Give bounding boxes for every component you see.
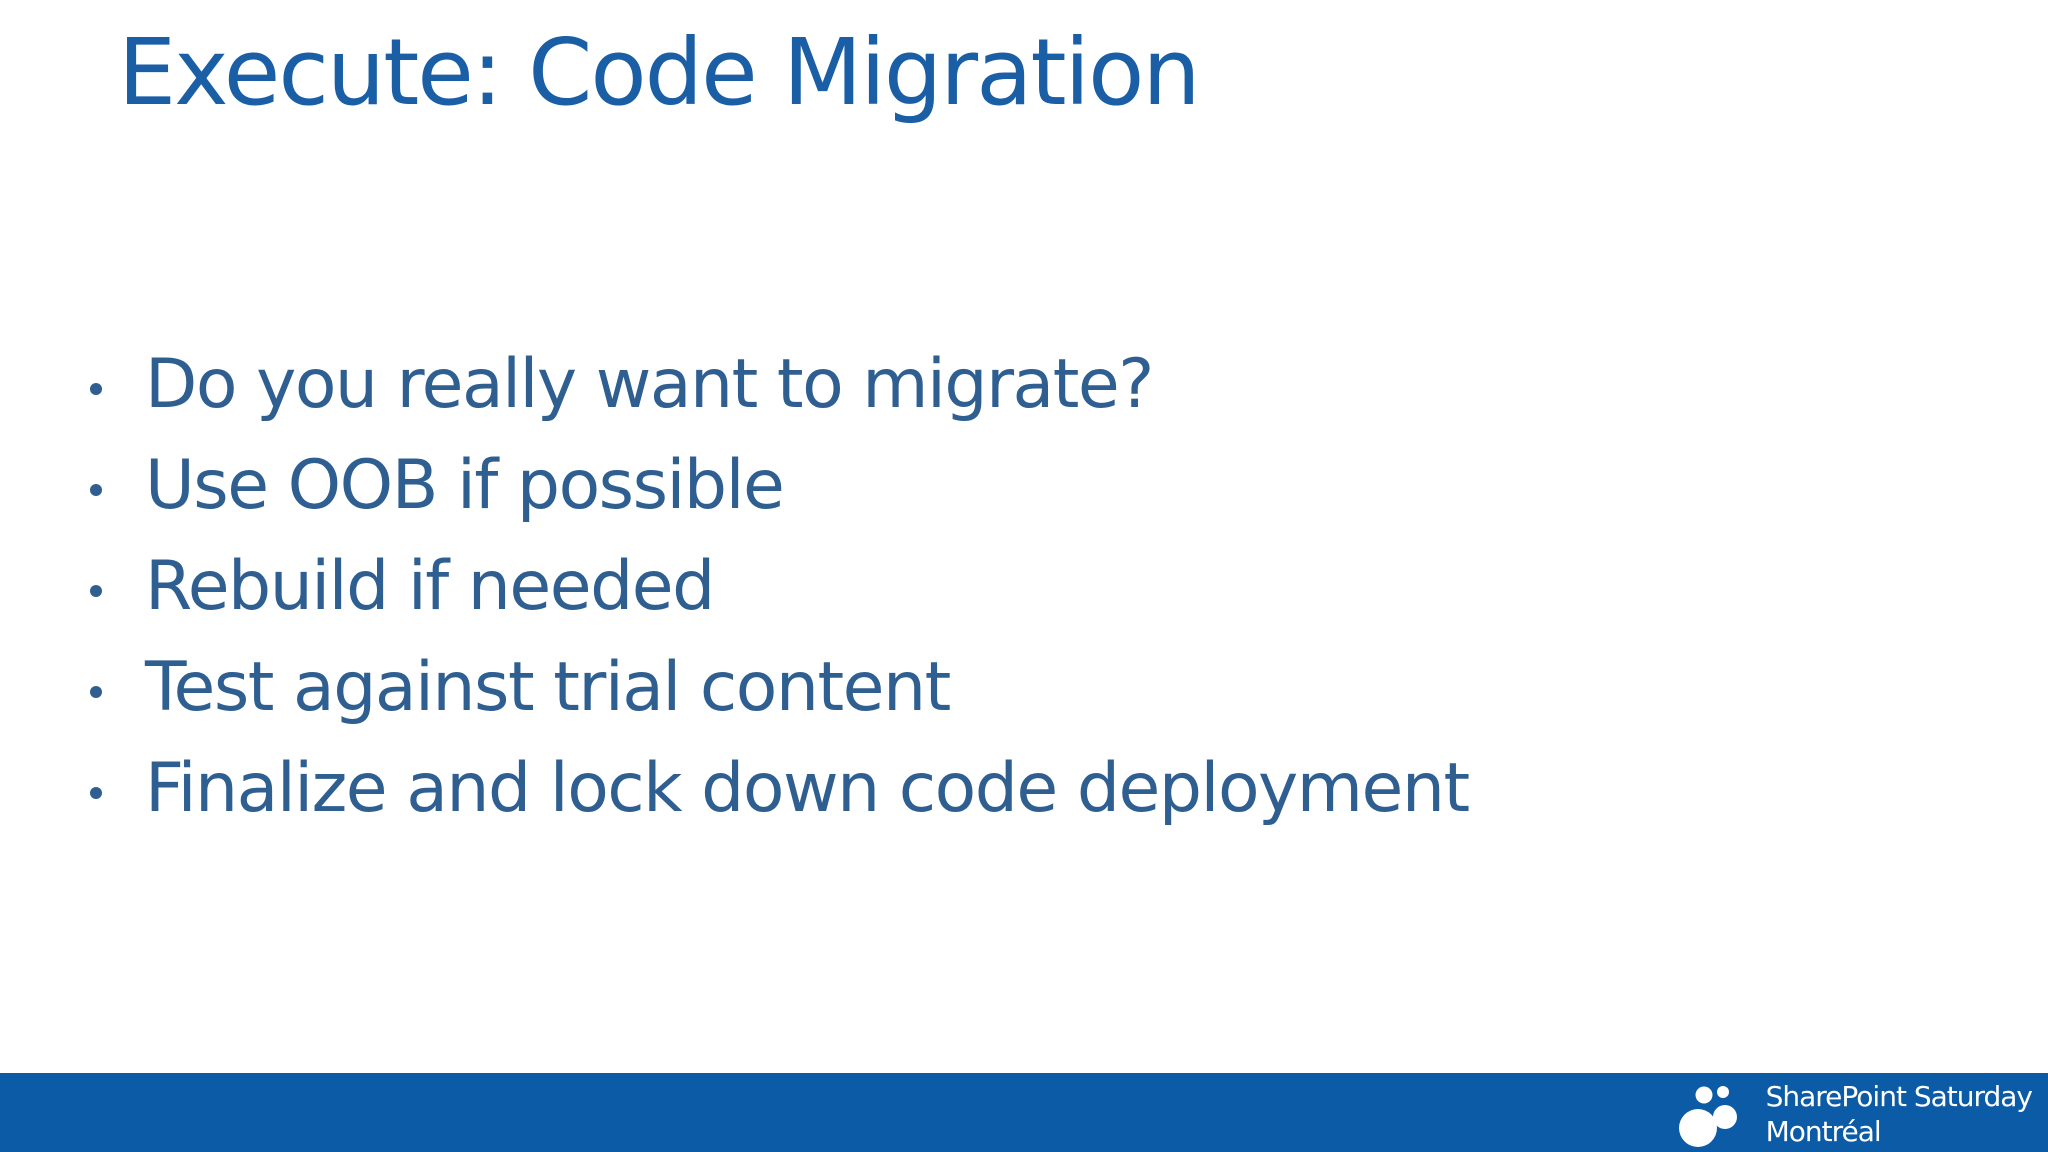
footer-bar: SharePoint Saturday Montréal <box>0 1073 2048 1152</box>
footer-logo: SharePoint Saturday Montréal <box>1676 1079 2033 1149</box>
bullet-text: Test against trial content <box>145 647 951 727</box>
slide-title: Execute: Code Migration <box>118 19 1201 126</box>
bullet-dot-icon <box>90 483 102 496</box>
bullet-item: Test against trial content <box>82 637 1469 738</box>
bullet-dot-icon <box>90 786 102 799</box>
bullet-item: Rebuild if needed <box>82 536 1469 637</box>
logo-line-montreal: Montréal <box>1765 1115 1882 1148</box>
bullet-dot-icon <box>90 584 102 597</box>
bullet-dot-icon <box>90 382 102 395</box>
bullet-item: Use OOB if possible <box>82 435 1469 536</box>
bullet-text: Rebuild if needed <box>145 546 715 626</box>
bullet-text: Do you really want to migrate? <box>145 344 1154 424</box>
bullet-item: Do you really want to migrate? <box>82 334 1469 435</box>
bullet-text: Use OOB if possible <box>145 445 785 525</box>
bullet-dot-icon <box>90 685 102 698</box>
bullet-text: Finalize and lock down code deployment <box>145 748 1470 828</box>
bullet-list: Do you really want to migrate? Use OOB i… <box>82 334 1470 839</box>
bubbles-logo-icon <box>1678 1086 1737 1147</box>
bullet-item: Finalize and lock down code deployment <box>82 738 1470 839</box>
logo-line-sharepoint-saturday: SharePoint Saturday <box>1765 1080 2033 1113</box>
logo-text: SharePoint Saturday Montréal <box>1765 1079 2033 1149</box>
